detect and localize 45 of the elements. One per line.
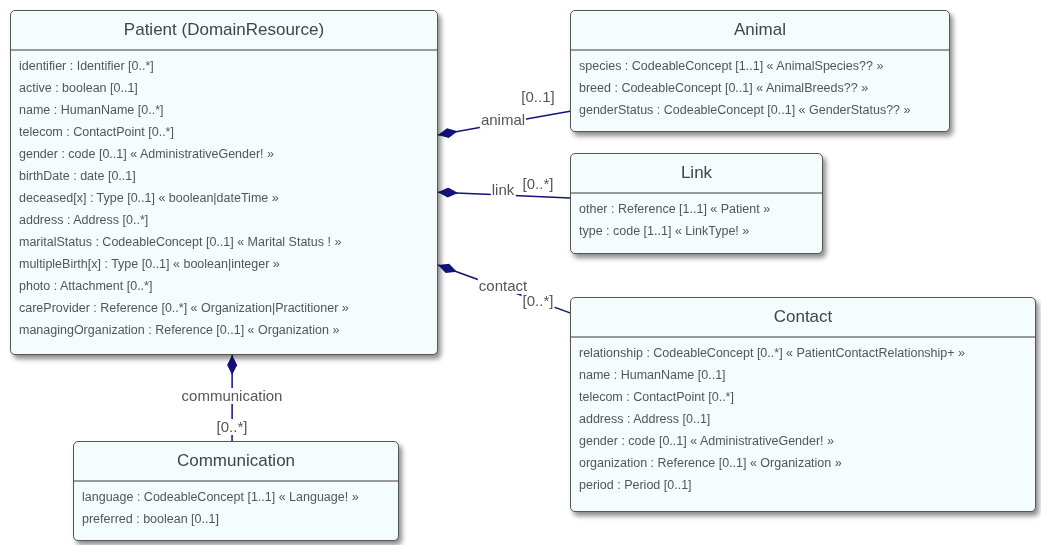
attribute-text: careProvider : Reference [0..*] « Organization|Practitioner » xyxy=(19,300,349,317)
class-box xyxy=(570,153,823,254)
edge-label: link xyxy=(490,182,516,198)
attribute-text: address : Address [0..1] xyxy=(579,411,711,428)
attribute-text: deceased[x] : Type [0..1] « boolean|dateTime » xyxy=(19,190,279,207)
attribute-text: organization : Reference [0..1] « Organization » xyxy=(579,455,842,472)
multiplicity-label: [0..*] xyxy=(521,176,555,192)
attribute-text: maritalStatus : CodeableConcept [0..1] « Marital Status ! » xyxy=(19,234,342,251)
attribute-text: type : code [1..1] « LinkType! » xyxy=(579,223,750,240)
class-box xyxy=(10,10,438,355)
attribute-text: other : Reference [1..1] « Patient » xyxy=(579,201,771,218)
attribute-text: address : Address [0..*] xyxy=(19,212,149,229)
attribute-text: period : Period [0..1] xyxy=(579,477,692,494)
multiplicity-label: [0..*] xyxy=(521,293,555,309)
attribute-text: active : boolean [0..1] xyxy=(19,80,138,97)
class-name: Communication xyxy=(74,442,398,482)
attribute-text: genderStatus : CodeableConcept [0..1] « GenderStatus?? » xyxy=(579,102,911,119)
attribute-text: telecom : ContactPoint [0..*] xyxy=(19,124,174,141)
class-box xyxy=(73,441,399,541)
class-box xyxy=(570,10,950,132)
attribute-text: gender : code [0..1] « AdministrativeGender! » xyxy=(579,433,834,450)
attribute-text: preferred : boolean [0..1] xyxy=(82,511,219,528)
attribute-text: managingOrganization : Reference [0..1] « Organization » xyxy=(19,322,340,339)
class-name: Contact xyxy=(571,298,1035,338)
attribute-text: language : CodeableConcept [1..1] « Language! » xyxy=(82,489,359,506)
attribute-text: identifier : Identifier [0..*] xyxy=(19,58,154,75)
attribute-text: species : CodeableConcept [1..1] « AnimalSpecies?? » xyxy=(579,58,884,75)
attribute-text: relationship : CodeableConcept [0..*] « PatientContactRelationship+ » xyxy=(579,345,965,362)
class-name: Animal xyxy=(571,11,949,51)
class-box xyxy=(570,297,1036,512)
attribute-text: breed : CodeableConcept [0..1] « AnimalBreeds?? » xyxy=(579,80,869,97)
edge-label: contact xyxy=(477,278,529,294)
attribute-text: telecom : ContactPoint [0..*] xyxy=(579,389,734,406)
attribute-text: name : HumanName [0..*] xyxy=(19,102,164,119)
attribute-text: gender : code [0..1] « AdministrativeGender! » xyxy=(19,146,274,163)
attribute-text: name : HumanName [0..1] xyxy=(579,367,726,384)
edge-label: communication xyxy=(180,388,284,404)
class-name: Link xyxy=(571,154,822,194)
attribute-text: multipleBirth[x] : Type [0..1] « boolean|integer » xyxy=(19,256,280,273)
attribute-text: photo : Attachment [0..*] xyxy=(19,278,153,295)
multiplicity-label: [0..*] xyxy=(215,419,249,435)
class-name: Patient (DomainResource) xyxy=(11,11,437,51)
multiplicity-label: [0..1] xyxy=(520,89,556,105)
attribute-text: birthDate : date [0..1] xyxy=(19,168,136,185)
edge-label: animal xyxy=(479,112,527,128)
